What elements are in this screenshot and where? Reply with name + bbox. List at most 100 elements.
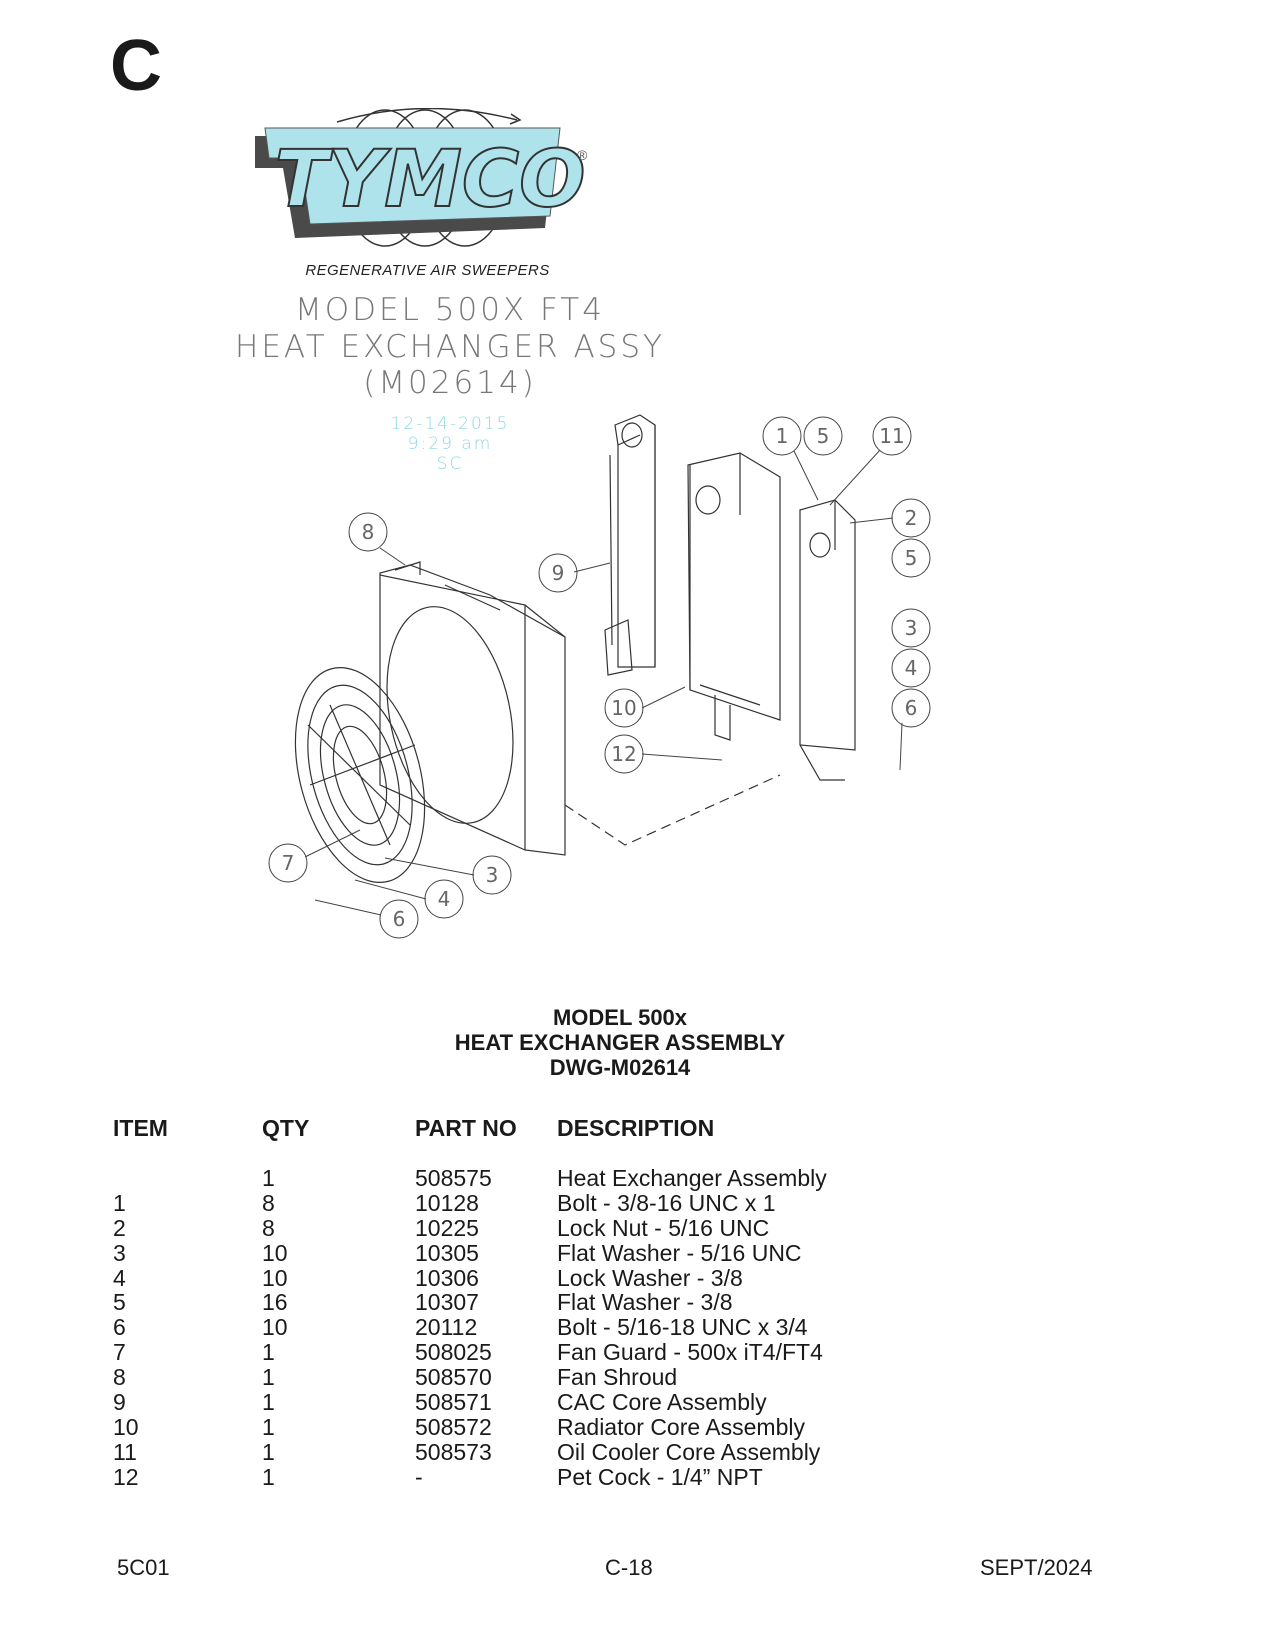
callout-10: 10 [611, 696, 636, 720]
callout-9: 9 [552, 561, 565, 585]
callout-4-bottom: 4 [438, 887, 451, 911]
title-dwg-number: DWG-M02614 [549, 1055, 691, 1080]
part-no-cell: 508572 [415, 1413, 492, 1440]
callout-6-right: 6 [905, 696, 918, 720]
registered-mark: ® [577, 147, 588, 163]
part-no-cell: 508571 [415, 1389, 492, 1416]
part-no-cell: 10307 [415, 1289, 479, 1316]
qty-cell: 1 [262, 1165, 275, 1191]
description-cell: Heat Exchanger Assembly [557, 1165, 827, 1191]
qty-cell: 1 [262, 1438, 275, 1465]
table-row: 9 1 508571 CAC Core Assembly [0, 1390, 1275, 1415]
description-cell: Bolt - 5/16-18 UNC x 3/4 [557, 1314, 808, 1341]
item-cell: 5 [113, 1289, 126, 1316]
item-cell: 12 [113, 1463, 139, 1490]
logo-tagline: REGENERATIVE AIR SWEEPERS [305, 262, 550, 279]
qty-cell: 1 [262, 1389, 275, 1416]
callout-12: 12 [611, 742, 636, 766]
description-cell: Radiator Core Assembly [557, 1413, 805, 1440]
description-cell: Bolt - 3/8-16 UNC x 1 [557, 1189, 776, 1216]
description-cell: Pet Cock - 1/4” NPT [557, 1463, 763, 1490]
drawing-date: 12-14-2015 [390, 414, 510, 434]
assembly-title-block: MODEL 500x HEAT EXCHANGER ASSEMBLY DWG-M… [330, 1005, 910, 1080]
item-cell: 11 [113, 1438, 137, 1465]
callout-1: 1 [776, 424, 789, 448]
description-cell: Fan Shroud [557, 1364, 678, 1391]
header-description: DESCRIPTION [557, 1115, 715, 1141]
item-cell: 7 [113, 1339, 126, 1366]
header-part-no: PART NO [415, 1115, 517, 1141]
description-cell: Flat Washer - 3/8 [557, 1289, 733, 1316]
table-row: 7 1 508025 Fan Guard - 500x iT4/FT4 [0, 1340, 1275, 1365]
item-cell: 3 [113, 1239, 126, 1266]
table-row: 5 16 10307 Flat Washer - 3/8 [0, 1290, 1275, 1315]
part-no-cell: 10305 [415, 1239, 479, 1266]
header-qty: QTY [262, 1115, 310, 1141]
logo-wordmark: TYMCO [275, 135, 586, 225]
drawing-assembly: HEAT EXCHANGER ASSY [235, 329, 665, 365]
part-no-cell: 10306 [415, 1264, 479, 1291]
item-cell: 2 [113, 1214, 126, 1241]
qty-cell: 16 [262, 1289, 288, 1316]
table-row: 1 508575 Heat Exchanger Assembly [0, 1166, 1275, 1191]
section-letter: C [110, 26, 162, 106]
description-cell: Lock Nut - 5/16 UNC [557, 1214, 770, 1241]
title-model: MODEL 500x [552, 1005, 688, 1030]
item-cell: 1 [113, 1189, 126, 1216]
table-row: 1 8 10128 Bolt - 3/8-16 UNC x 1 [0, 1189, 1275, 1216]
callout-6-bottom: 6 [393, 907, 406, 931]
item-cell: 6 [113, 1314, 126, 1341]
description-cell: Fan Guard - 500x iT4/FT4 [557, 1339, 823, 1366]
footer-date: SEPT/2024 [980, 1555, 1093, 1580]
table-row: 4 10 10306 Lock Washer - 3/8 [0, 1264, 1275, 1291]
qty-cell: 8 [262, 1189, 275, 1216]
header-item: ITEM [113, 1115, 168, 1141]
exploded-view-drawing: 8 9 1 5 11 2 5 3 4 6 10 12 7 3 4 6 [260, 405, 980, 995]
qty-cell: 1 [262, 1364, 275, 1391]
callout-7: 7 [282, 851, 295, 875]
description-cell: Oil Cooler Core Assembly [557, 1438, 821, 1465]
table-row: 12 1 - Pet Cock - 1/4” NPT [0, 1463, 1275, 1490]
description-cell: Flat Washer - 5/16 UNC [557, 1239, 802, 1266]
description-cell: Lock Washer - 3/8 [557, 1264, 743, 1291]
qty-cell: 8 [262, 1214, 275, 1241]
part-no-cell: 508570 [415, 1364, 492, 1391]
exploded-view-svg: 8 9 1 5 11 2 5 3 4 6 10 12 7 3 4 6 [268, 414, 931, 939]
callout-8: 8 [362, 520, 375, 544]
description-cell: CAC Core Assembly [557, 1389, 767, 1416]
item-cell: 8 [113, 1364, 126, 1391]
callout-4-right: 4 [905, 656, 918, 680]
drawing-model: MODEL 500X FT4 [295, 292, 605, 328]
callout-5-top: 5 [817, 424, 830, 448]
part-no-cell: 20112 [415, 1314, 478, 1341]
qty-cell: 1 [262, 1413, 275, 1440]
part-no-cell: 508573 [415, 1438, 492, 1465]
callout-11: 11 [879, 424, 904, 448]
title-assembly: HEAT EXCHANGER ASSEMBLY [454, 1030, 786, 1055]
item-cell: 9 [113, 1389, 126, 1416]
qty-cell: 1 [262, 1463, 275, 1490]
table-row: 8 1 508570 Fan Shroud [0, 1365, 1275, 1390]
tymco-logo: TYMCO ® REGENERATIVE AIR SWEEPERS [250, 107, 600, 279]
drawing-number: (M02614) [363, 365, 537, 401]
qty-cell: 10 [262, 1264, 288, 1291]
table-row: 10 1 508572 Radiator Core Assembly [0, 1415, 1275, 1440]
callout-2: 2 [905, 506, 918, 530]
footer-page-number: C-18 [605, 1555, 653, 1580]
item-cell: 10 [113, 1413, 139, 1440]
part-no-cell: 10128 [415, 1189, 479, 1216]
qty-cell: 1 [262, 1339, 275, 1366]
callout-3-right: 3 [905, 616, 918, 640]
part-no-cell: - [415, 1463, 423, 1490]
footer-doc-code: 5C01 [117, 1555, 170, 1580]
drawing-initials: SC [436, 454, 464, 474]
item-cell: 4 [113, 1264, 126, 1291]
callout-3-bottom: 3 [486, 863, 499, 887]
part-no-cell: 508025 [415, 1339, 492, 1366]
part-no-cell: 508575 [415, 1165, 492, 1191]
